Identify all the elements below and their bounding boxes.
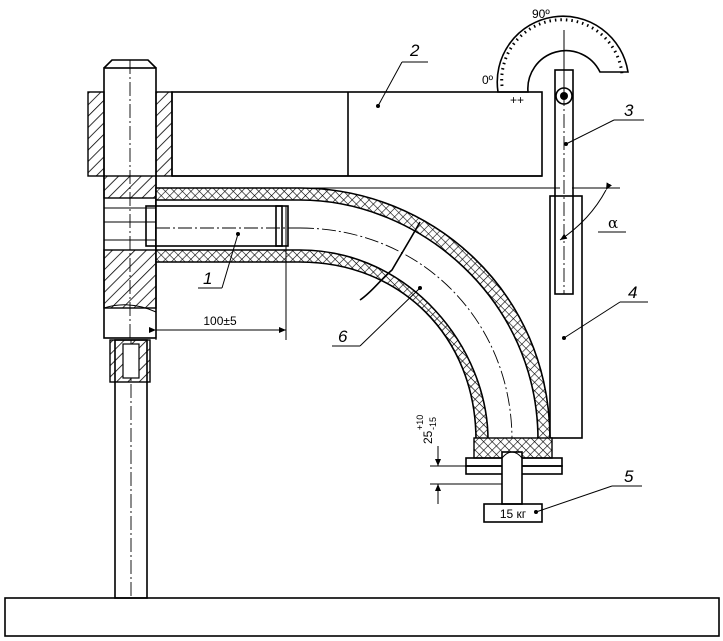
gap-dimension-upper: +10 [415, 415, 425, 430]
gap-dimension-lower: -15 [428, 417, 438, 430]
leader-4: 4 [562, 283, 648, 340]
label-6: 6 [338, 327, 348, 346]
weight-block: 15 кг [483, 503, 543, 523]
indicator-bar [554, 69, 574, 295]
base-plate [4, 597, 720, 637]
label-1: 1 [203, 269, 212, 288]
leader-3: 3 [564, 101, 644, 146]
gap-dimension: 25 +10 -15 [415, 415, 502, 504]
leader-6: 6 [332, 286, 422, 347]
angle-symbol: α [608, 214, 618, 232]
protractor [496, 15, 629, 93]
leader-5: 5 [534, 467, 642, 514]
label-4: 4 [628, 283, 637, 302]
mandrel [145, 205, 289, 247]
leader-1: 1 [198, 233, 239, 289]
leader-2: 2 [376, 41, 428, 108]
weight-label: 15 кг [500, 507, 527, 521]
label-5: 5 [624, 467, 634, 486]
label-2: 2 [409, 41, 420, 60]
bottom-fitting [465, 437, 563, 505]
label-3: 3 [624, 101, 634, 120]
protractor-90-label: 90º [532, 7, 550, 21]
protractor-marks: ++ [510, 93, 524, 107]
length-dimension: 100±5 [149, 206, 287, 340]
clamp-block [87, 59, 173, 340]
length-dimension-text: 100±5 [203, 314, 237, 328]
protractor-0-label: 0º [482, 73, 494, 87]
vertical-post [109, 339, 151, 599]
angle-indicator: α [559, 182, 626, 241]
horizontal-arm [171, 91, 560, 189]
gap-dimension-base: 25 [421, 430, 435, 444]
